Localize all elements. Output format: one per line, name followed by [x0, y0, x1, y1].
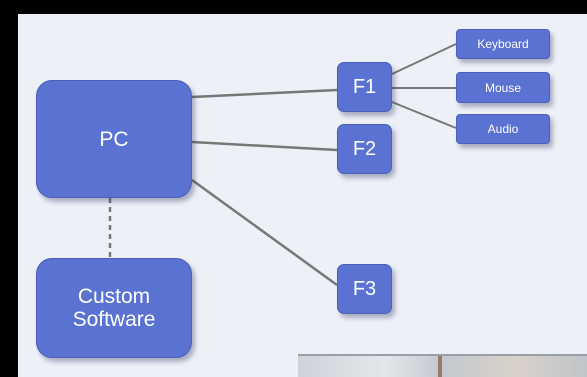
f2-label: F2 [352, 137, 377, 160]
keyboard-label: Keyboard [477, 37, 529, 51]
custom-software-node: Custom Software [36, 258, 192, 358]
photo-strip [298, 354, 587, 377]
connector-f1-keyboard [391, 43, 457, 75]
mouse-node: Mouse [456, 72, 550, 103]
f2-node: F2 [337, 124, 392, 174]
mouse-label: Mouse [484, 80, 522, 95]
f3-label: F3 [352, 277, 377, 300]
connector-f1-audio [391, 101, 457, 129]
f1-label: F1 [352, 75, 377, 98]
custom-software-label-line2: Software [72, 308, 156, 331]
connector-pc-f3 [191, 178, 338, 287]
keyboard-node: Keyboard [456, 29, 550, 59]
f3-node: F3 [337, 264, 392, 314]
audio-node: Audio [456, 114, 550, 144]
audio-label: Audio [487, 122, 519, 136]
pc-node: PC [36, 80, 192, 198]
pc-label: PC [99, 127, 129, 151]
f1-node: F1 [337, 62, 392, 112]
custom-software-label-line1: Custom [77, 285, 151, 308]
connector-pc-f1 [191, 88, 338, 99]
connector-pc-f2 [191, 140, 338, 152]
